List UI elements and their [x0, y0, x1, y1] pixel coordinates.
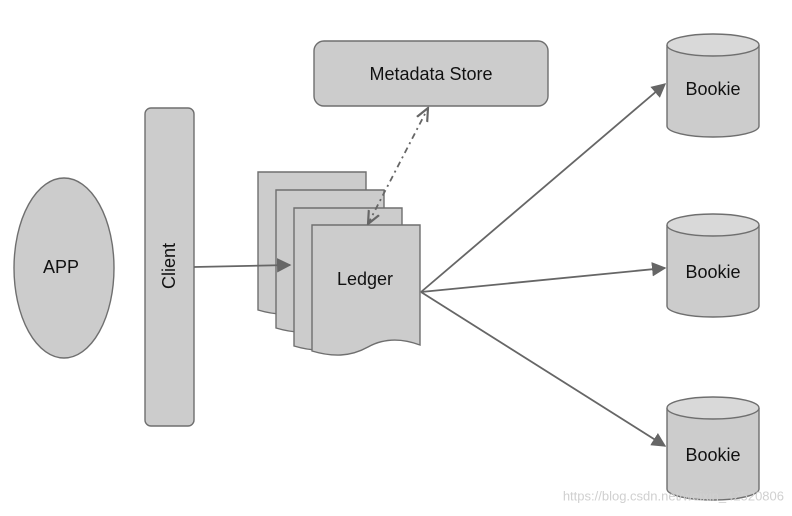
bookie-3-body	[666, 408, 760, 501]
bookie-node-2: Bookie	[666, 213, 760, 318]
app-label: APP	[43, 257, 79, 277]
client-node: Client	[144, 107, 195, 427]
watermark-text: https://blog.csdn.net/weixin_42520806	[563, 488, 784, 503]
edge-ledger-to-bookie-3	[420, 291, 667, 447]
bookie-node-3: Bookie	[666, 396, 760, 501]
ledger-stack: Ledger	[257, 171, 421, 356]
edge-ledger-to-bookie-1	[420, 83, 667, 293]
edge-ledger-to-bookie-2	[420, 262, 667, 293]
bookie-2-top	[666, 213, 760, 237]
ledger-page-1	[311, 224, 421, 356]
bookie-3-top	[666, 396, 760, 420]
bookie-1-body	[666, 45, 760, 138]
bookie-2-label: Bookie	[685, 262, 740, 282]
ledger-label: Ledger	[337, 269, 393, 289]
edge-ledger-metadata-store	[368, 108, 428, 224]
client-label: Client	[159, 243, 179, 289]
metadata-store-rect	[313, 40, 549, 107]
metadata-store-node: Metadata Store	[313, 40, 549, 107]
edge-client-to-ledger	[193, 258, 292, 273]
app-node: APP	[13, 177, 115, 359]
bookie-1-top	[666, 33, 760, 57]
app-ellipse	[13, 177, 115, 359]
bookie-node-1: Bookie	[666, 33, 760, 138]
metadata-store-label: Metadata Store	[369, 64, 492, 84]
bookie-1-label: Bookie	[685, 79, 740, 99]
bookie-2-body	[666, 225, 760, 318]
bookie-3-label: Bookie	[685, 445, 740, 465]
